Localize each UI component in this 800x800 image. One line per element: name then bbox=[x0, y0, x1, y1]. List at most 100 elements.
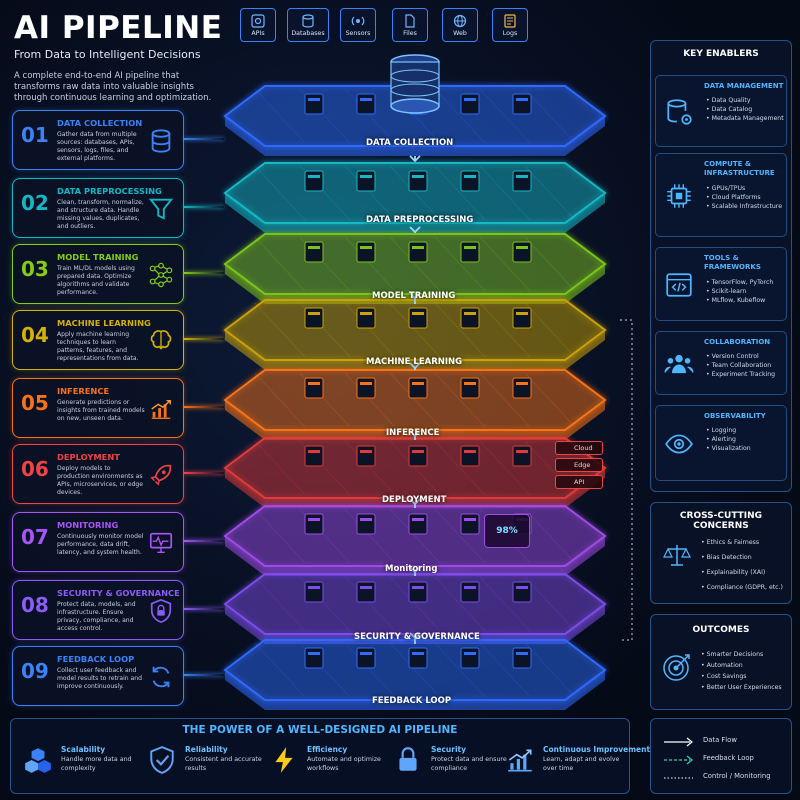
source-label: Web bbox=[453, 29, 467, 37]
source-web: Web bbox=[442, 8, 478, 42]
pipeline-layer-5 bbox=[223, 369, 607, 440]
layer-device bbox=[356, 581, 376, 603]
layer-label-monitoring: Monitoring bbox=[385, 564, 438, 574]
header: AI PIPELINE From Data to Intelligent Dec… bbox=[14, 10, 229, 104]
enabler-title: TOOLS & FRAMEWORKS bbox=[704, 254, 761, 271]
layer-device-light bbox=[360, 246, 372, 249]
step-connector bbox=[184, 206, 224, 208]
layer-device bbox=[356, 241, 376, 263]
layer-device bbox=[408, 445, 428, 467]
step-description: Clean, transform, normalize, and structu… bbox=[57, 199, 144, 230]
shield-check-icon bbox=[150, 746, 174, 774]
layer-device bbox=[304, 581, 324, 603]
layer-device bbox=[512, 377, 532, 399]
flow-arrow bbox=[409, 632, 421, 644]
enabler-title: DATA MANAGEMENT bbox=[704, 82, 784, 90]
deployment-target-label: Cloud bbox=[574, 444, 593, 452]
layer-grid-line bbox=[344, 508, 396, 564]
pipeline-layer-1 bbox=[223, 85, 607, 156]
layer-label-data-collection: DATA COLLECTION bbox=[366, 138, 454, 148]
layer-grid-line bbox=[389, 236, 441, 292]
layer-device-light bbox=[412, 175, 424, 178]
layer-grid-line bbox=[434, 440, 486, 496]
layer-device bbox=[460, 307, 480, 329]
power-banner-title: THE POWER OF A WELL-DESIGNED AI PIPELINE bbox=[182, 724, 458, 736]
team-icon bbox=[664, 354, 694, 374]
layer-device bbox=[356, 513, 376, 535]
enabler-card-2: COMPUTE & INFRASTRUCTURE• GPUs/TPUs• Clo… bbox=[655, 153, 787, 237]
step-icon bbox=[147, 195, 175, 223]
outcome-point: • Cost Savings bbox=[701, 673, 747, 680]
layer-device bbox=[304, 445, 324, 467]
lock-icon bbox=[399, 747, 417, 771]
enabler-points: • Logging• Alerting• Visualization bbox=[706, 426, 751, 453]
layer-grid-line bbox=[434, 576, 486, 632]
eye-icon bbox=[665, 434, 693, 454]
layer-device bbox=[408, 377, 428, 399]
layer-grid-line bbox=[479, 165, 531, 221]
layer-device-light bbox=[360, 175, 372, 178]
layer-grid-line bbox=[479, 372, 531, 428]
growth-chart-icon bbox=[151, 399, 171, 419]
lightning-icon bbox=[275, 747, 293, 773]
layer-device-light bbox=[412, 586, 424, 589]
layer-grid-line bbox=[389, 302, 441, 358]
layer-device bbox=[512, 241, 532, 263]
layer-device-light bbox=[516, 246, 528, 249]
layer-grid-line bbox=[344, 440, 396, 496]
layer-device-light bbox=[464, 98, 476, 101]
enabler-icon bbox=[664, 181, 694, 211]
layer-grid-line bbox=[434, 236, 486, 292]
layer-device bbox=[356, 93, 376, 115]
step-title: MODEL TRAINING bbox=[57, 252, 139, 262]
step-title: SECURITY & GOVERNANCE bbox=[57, 588, 180, 598]
layer-grid-line bbox=[344, 642, 396, 698]
enabler-point: • TensorFlow, PyTorch bbox=[706, 279, 774, 286]
page-title: AI PIPELINE bbox=[14, 10, 223, 46]
flow-arrow bbox=[409, 566, 421, 576]
funnel-icon bbox=[148, 198, 174, 220]
layer-device-light bbox=[360, 518, 372, 521]
power-icon bbox=[505, 745, 535, 777]
step-description: Collect user feedback and model results … bbox=[57, 667, 143, 690]
layer-device bbox=[460, 513, 480, 535]
layer-grid-line bbox=[344, 88, 396, 144]
step-number: 09 bbox=[21, 659, 49, 683]
layer-grid-line bbox=[254, 440, 306, 496]
layer-device-light bbox=[516, 382, 528, 385]
layer-device bbox=[460, 445, 480, 467]
database-icon bbox=[302, 13, 314, 28]
enabler-card-5: OBSERVABILITY• Logging• Alerting• Visual… bbox=[655, 405, 787, 481]
step-icon bbox=[147, 529, 175, 557]
dotted-line-icon bbox=[664, 777, 693, 779]
pipeline-layer-3 bbox=[223, 233, 607, 304]
layer-device bbox=[304, 647, 324, 669]
layer-grid-line bbox=[389, 440, 441, 496]
layer-grid-line bbox=[254, 302, 306, 358]
layer-label-inference: INFERENCE bbox=[386, 428, 440, 438]
pipeline-layer-6 bbox=[223, 437, 607, 508]
layer-device bbox=[512, 445, 532, 467]
cross-cutting-point: • Compliance (GDPR, etc.) bbox=[701, 584, 783, 591]
layer-grid-line bbox=[434, 372, 486, 428]
source-label: APIs bbox=[251, 29, 265, 37]
enabler-point: • Alerting bbox=[706, 436, 736, 443]
enabler-title: COMPUTE & INFRASTRUCTURE bbox=[704, 160, 775, 177]
trend-up-icon bbox=[508, 749, 532, 772]
layer-grid-line bbox=[389, 508, 441, 564]
enabler-point: • Metadata Management bbox=[706, 115, 784, 122]
enabler-point: • MLflow, Kubeflow bbox=[706, 297, 766, 304]
flow-arrow bbox=[409, 498, 421, 508]
step-number: 05 bbox=[21, 391, 49, 415]
layer-grid-line bbox=[479, 440, 531, 496]
source-label: Sensors bbox=[345, 29, 371, 37]
layer-grid-line bbox=[434, 508, 486, 564]
layer-device bbox=[512, 93, 532, 115]
enabler-point: • Data Quality bbox=[706, 97, 751, 104]
